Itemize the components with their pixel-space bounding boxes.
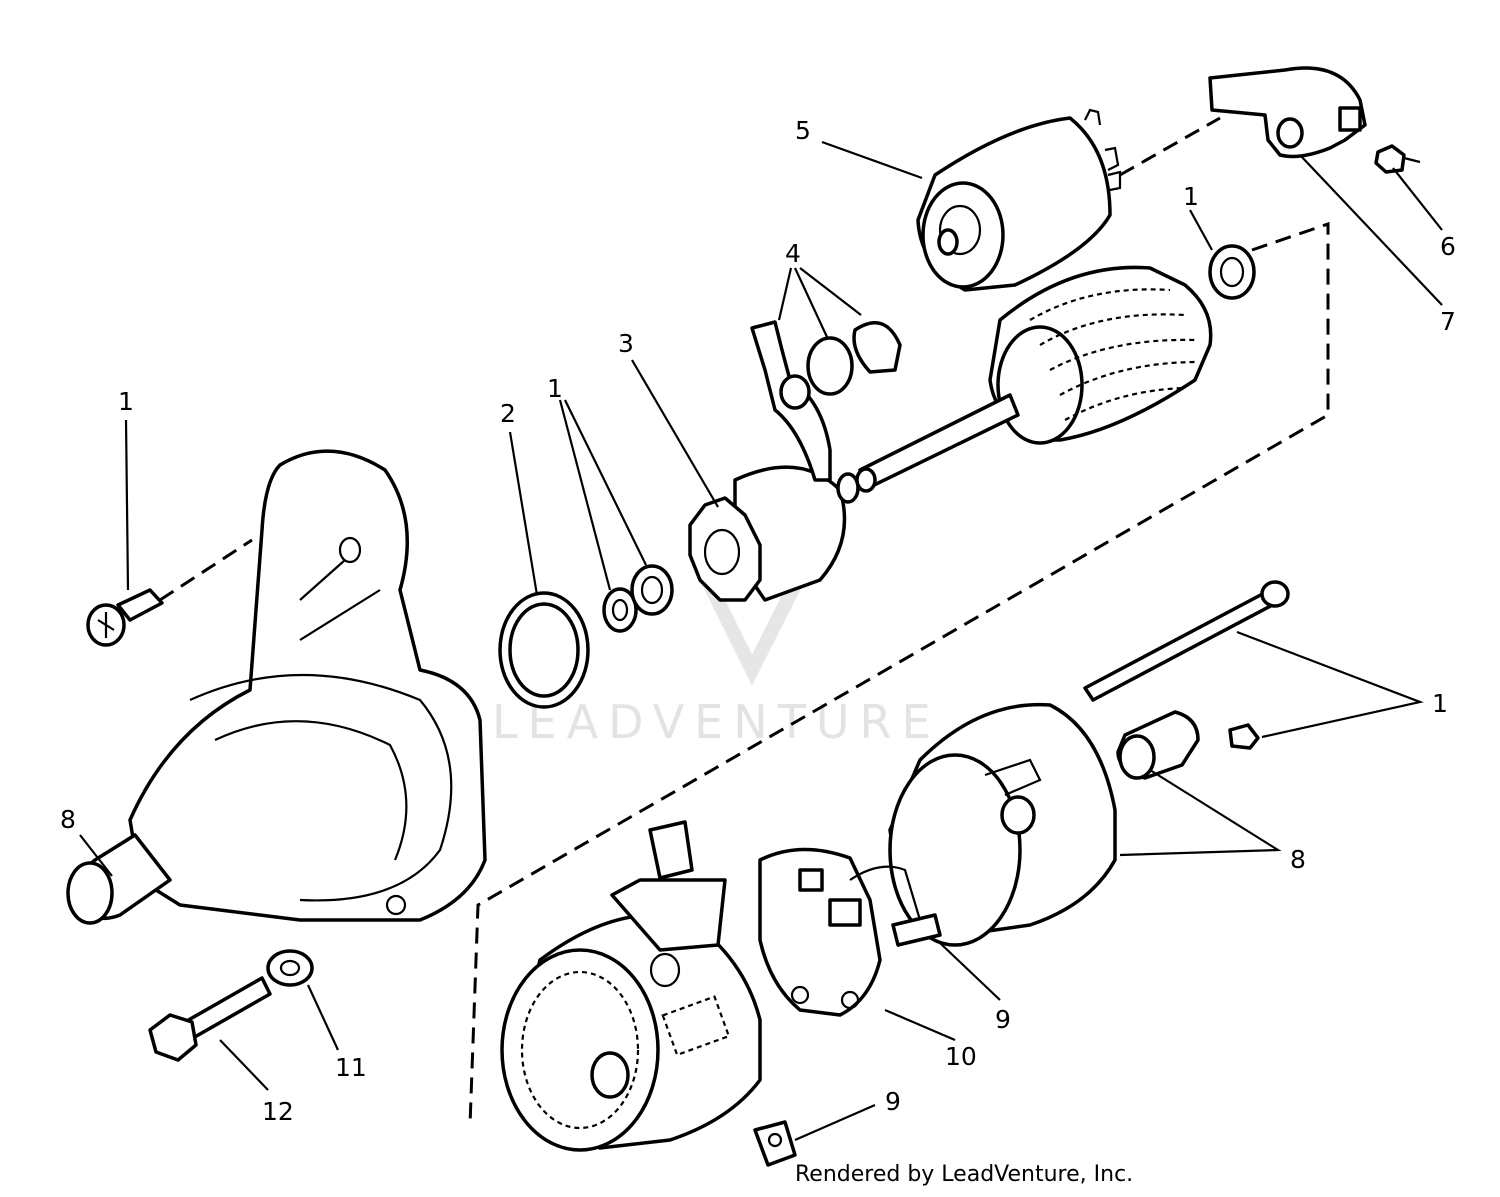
terminal-nut [1374, 144, 1421, 174]
callout-4-fork: 4 [785, 239, 801, 268]
rendered-by-credit: Rendered by LeadVenture, Inc. [795, 1162, 1134, 1187]
watermark-logo: LEADVENTURE [492, 571, 941, 749]
watermark-text: LEADVENTURE [492, 695, 941, 749]
commutator-end-cap [888, 702, 1117, 947]
hex-bolt [148, 976, 272, 1062]
callout-labels: 1 2 1 3 4 5 1 6 7 1 8 8 9 10 9 11 12 [60, 116, 1456, 1126]
callout-8-end-cap: 8 [1290, 845, 1306, 874]
callout-6-nut: 6 [1440, 232, 1456, 261]
stop-collar-washers [602, 564, 674, 633]
callout-10-brush-holder: 10 [945, 1042, 977, 1071]
callout-9-spare-brush: 9 [885, 1087, 901, 1116]
shift-lever-fork [750, 320, 902, 482]
callout-7-cover: 7 [1440, 307, 1456, 336]
callout-1-mounting-bolt: 1 [118, 387, 134, 416]
leader-lines [79, 140, 1443, 1142]
brush [891, 913, 942, 947]
armature [855, 244, 1256, 493]
callout-1-through-bolt: 1 [1432, 689, 1448, 718]
solenoid-alignment-line [1119, 116, 1221, 177]
drive-end-housing [66, 449, 487, 925]
callout-8-housing: 8 [60, 805, 76, 834]
callout-3-pinion: 3 [618, 329, 634, 358]
callout-9-brush: 9 [995, 1005, 1011, 1034]
mounting-bolt [86, 588, 164, 647]
through-bolt [1083, 580, 1290, 702]
solenoid [916, 108, 1122, 292]
callout-5-solenoid: 5 [795, 116, 811, 145]
pinion-drive-gear [688, 465, 860, 602]
bolt-alignment-line [159, 538, 253, 602]
brush-holder [758, 847, 922, 1017]
snap-ring [498, 591, 590, 709]
callout-1-armature-washer: 1 [1183, 182, 1199, 211]
flat-washer [266, 949, 314, 987]
callout-11-washer: 11 [335, 1053, 367, 1082]
callout-12-hex-bolt: 12 [262, 1097, 294, 1126]
callout-2-snap-ring: 2 [500, 399, 516, 428]
terminal-cover [1208, 66, 1367, 159]
brush-spare [753, 1120, 797, 1167]
bushing [1116, 710, 1200, 780]
field-frame-housing [500, 820, 762, 1152]
callout-1-washers: 1 [547, 374, 563, 403]
end-cap-screw [1228, 723, 1260, 750]
assembly-boundary-line [468, 221, 1330, 1126]
